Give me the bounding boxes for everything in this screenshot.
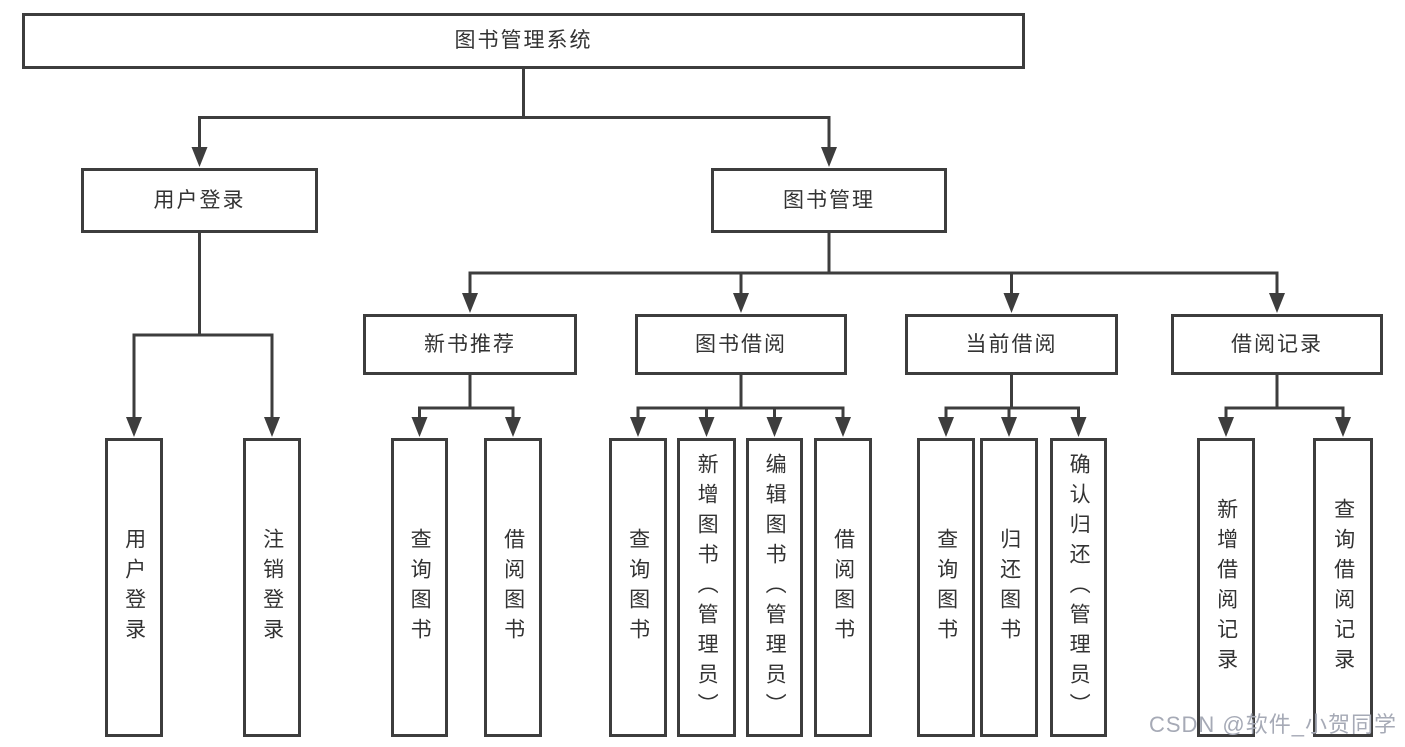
node-book-management: 图书管理 <box>711 168 947 233</box>
leaf-borrow-add-books-admin: 新增图书（管理员） <box>677 438 736 737</box>
leaf-current-return-books: 归还图书 <box>980 438 1038 737</box>
leaf-record-query-borrow-record: 查询借阅记录 <box>1313 438 1373 737</box>
leaf-current-query-books: 查询图书 <box>917 438 975 737</box>
leaf-borrow-edit-books-admin: 编辑图书（管理员） <box>746 438 803 737</box>
watermark: CSDN @软件_小贺同学 <box>1148 712 1397 737</box>
node-new-book-recommend: 新书推荐 <box>363 314 577 375</box>
leaf-newbook-borrow-books: 借阅图书 <box>484 438 542 737</box>
leaf-record-add-borrow-record: 新增借阅记录 <box>1197 438 1255 737</box>
leaf-current-confirm-return-admin: 确认归还（管理员） <box>1050 438 1107 737</box>
node-book-borrow: 图书借阅 <box>635 314 847 375</box>
node-user-login: 用户登录 <box>81 168 318 233</box>
leaf-borrow-query-books: 查询图书 <box>609 438 667 737</box>
leaf-newbook-query-books: 查询图书 <box>391 438 448 737</box>
leaf-borrow-borrow-books: 借阅图书 <box>814 438 872 737</box>
node-borrow-record: 借阅记录 <box>1171 314 1383 375</box>
node-root-system: 图书管理系统 <box>22 13 1025 69</box>
node-current-borrow: 当前借阅 <box>905 314 1118 375</box>
leaf-logout: 注销登录 <box>243 438 301 737</box>
leaf-user-login: 用户登录 <box>105 438 163 737</box>
